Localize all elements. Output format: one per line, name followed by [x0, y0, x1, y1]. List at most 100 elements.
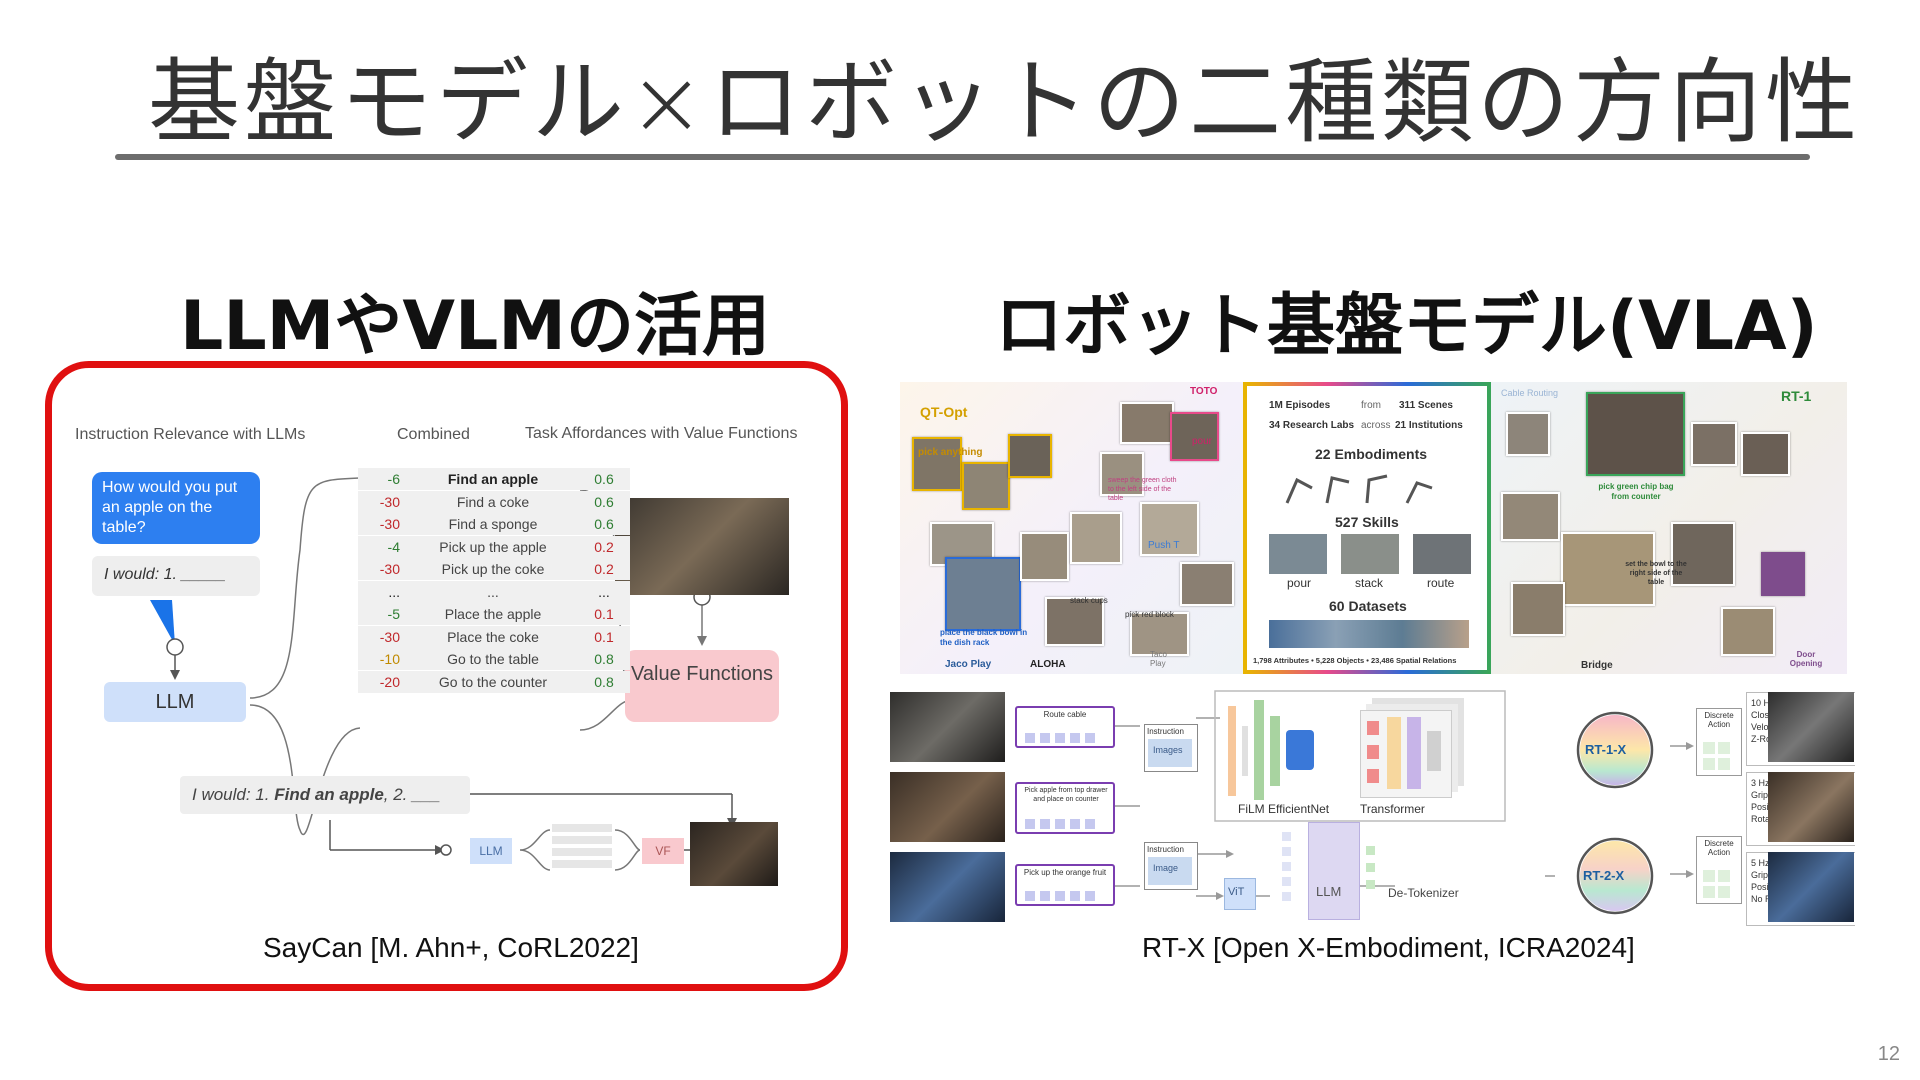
skill-text: Find a sponge	[448, 516, 538, 532]
affordance-score: 0.8	[594, 673, 614, 690]
task3-image	[890, 852, 1005, 922]
skill-text: ...	[487, 583, 499, 600]
value-functions-box: Value Functions	[625, 650, 779, 722]
score-row: -30 Pick up the coke 0.2	[358, 558, 630, 580]
stat-episodes: 1M Episodes	[1269, 400, 1331, 411]
skill-text: Go to the table	[447, 651, 539, 667]
task1-image	[890, 692, 1005, 762]
small-bar-1	[552, 824, 612, 832]
skill-text: Find an apple	[447, 471, 539, 487]
transformer-label: Transformer	[1360, 802, 1425, 816]
label-cable-routing: Cable Routing	[1501, 388, 1559, 398]
stat-scenes: 311 Scenes	[1399, 400, 1453, 411]
vit-label: ViT	[1228, 886, 1245, 898]
slide-title: 基盤モデル×ロボットの二種類の方向性	[148, 49, 1862, 156]
affordance-score: ...	[598, 583, 610, 600]
skill-pour-label: pour	[1287, 576, 1312, 590]
result-prefix: I would: 1.	[192, 785, 275, 804]
relevance-score: -30	[379, 628, 400, 645]
spec1-image	[1768, 692, 1854, 762]
rtx-architecture: Route cable Pick apple from top drawer a…	[890, 686, 1855, 926]
task3-label: Pick up the orange fruit	[1023, 868, 1107, 877]
rt2-image-label: Image	[1153, 863, 1179, 873]
highlight-frame	[45, 361, 848, 991]
saycan-figure: Instruction Relevance with LLMs Combined…	[60, 410, 830, 900]
relevance-score: -30	[379, 516, 400, 532]
small-bar-2	[552, 836, 612, 844]
small-bar-4	[552, 860, 612, 868]
stat-skills: 527 Skills	[1335, 514, 1399, 530]
task2-box: Pick apple from top drawer and place on …	[1015, 782, 1115, 834]
score-row: -30 Find a sponge 0.6	[358, 513, 630, 535]
left-caption: SayCan [M. Ahn+, CoRL2022]	[263, 932, 639, 963]
label-push-t: Push T	[1148, 540, 1180, 551]
label-pick-red-block: pick red block	[1125, 610, 1174, 619]
affordance-score: 0.2	[594, 538, 614, 555]
affordance-score: 0.1	[594, 628, 614, 645]
label-bridge: Bridge	[1581, 660, 1613, 671]
skill-text: Place the apple	[444, 606, 542, 622]
stat-institutions: 21 Institutions	[1395, 420, 1463, 431]
skill-text: Pick up the coke	[441, 561, 545, 577]
rt1-images-label: Images	[1153, 745, 1183, 755]
label-stack-cups: stack cups	[1070, 596, 1108, 605]
label-pick-chip-bag: pick green chip bag from counter	[1598, 482, 1674, 501]
rt1x-label: RT-1-X	[1585, 742, 1627, 757]
affordance-score: 0.2	[594, 561, 614, 577]
relevance-score: -30	[379, 561, 400, 577]
relevance-score: ...	[388, 583, 400, 600]
skill-pour-image	[1269, 534, 1327, 574]
relevance-score: -6	[387, 471, 400, 487]
question-bubble: How would you put an apple on the table?	[92, 472, 260, 544]
stat-datasets: 60 Datasets	[1329, 598, 1407, 614]
task3-box: Pick up the orange fruit	[1015, 864, 1115, 906]
small-bar-3	[552, 848, 612, 856]
small-vf-box: VF	[642, 838, 684, 864]
stat-from: from	[1361, 400, 1381, 411]
prompt-box: I would: 1. _____	[92, 556, 260, 596]
stat-footer: 1,798 Attributes • 5,228 Objects • 23,48…	[1253, 656, 1457, 665]
label-door-opening: Door Opening	[1789, 650, 1823, 668]
affordance-score: 0.8	[594, 651, 614, 667]
score-row: -10 Go to the table 0.8	[358, 648, 630, 670]
label-rt1: RT-1	[1781, 388, 1812, 404]
label-jaco-play: Jaco Play	[945, 659, 992, 670]
label-qt-opt: QT-Opt	[920, 404, 968, 420]
robot-camera-image	[615, 498, 789, 595]
transformer-block	[1360, 710, 1452, 798]
collage-left: QT-Opt pick anything TOTO pour sweep the…	[900, 382, 1243, 674]
skill-stack-image	[1341, 534, 1399, 574]
affordance-score: 0.6	[594, 516, 614, 532]
small-llm-box: LLM	[470, 838, 512, 864]
vit-box	[1224, 878, 1256, 910]
rtx-dataset-collage: QT-Opt pick anything TOTO pour sweep the…	[900, 382, 1847, 674]
task1-box: Route cable	[1015, 706, 1115, 748]
score-row: -30 Place the coke 0.1	[358, 625, 630, 648]
affordance-score: 0.1	[594, 606, 614, 622]
left-heading: LLMやVLMの活用	[180, 287, 770, 366]
llm-label: LLM	[1316, 884, 1342, 899]
rt1-input-box: Instruction Images	[1144, 724, 1198, 772]
right-caption: RT-X [Open X-Embodiment, ICRA2024]	[1142, 932, 1635, 963]
dataset-stats-box: 1M Episodes from 311 Scenes 34 Research …	[1243, 382, 1491, 674]
rt2-instruction-label: Instruction	[1147, 845, 1184, 854]
skill-text: Place the coke	[447, 628, 539, 645]
skill-text: Go to the counter	[438, 673, 548, 690]
rt1-discrete-action: Discrete Action	[1696, 708, 1742, 776]
label-toto: TOTO	[1190, 386, 1218, 397]
score-row: .........	[358, 580, 630, 603]
stat-across: across	[1361, 420, 1391, 431]
skill-text: Pick up the apple	[439, 538, 547, 555]
score-row: -4 Pick up the apple 0.2	[358, 535, 630, 558]
film-label: FiLM EfficientNet	[1238, 802, 1330, 816]
relevance-score: -10	[379, 651, 400, 667]
task2-label: Pick apple from top drawer and place on …	[1024, 787, 1108, 803]
label-sweep: sweep the green cloth to the left side o…	[1108, 477, 1177, 502]
result-bold: Find an apple	[274, 785, 384, 804]
result-prompt: I would: 1. Find an apple, 2. ___	[180, 776, 470, 814]
relevance-score: -4	[387, 538, 400, 555]
title-divider	[115, 154, 1810, 160]
